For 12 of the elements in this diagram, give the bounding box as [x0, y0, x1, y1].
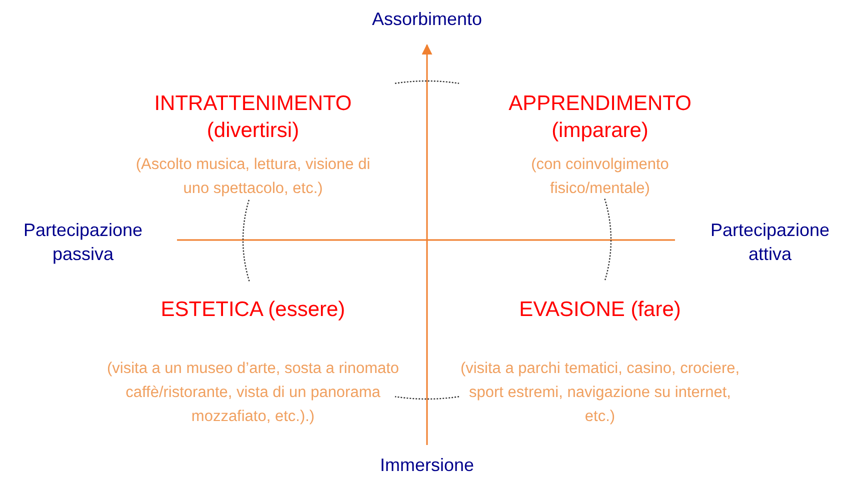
- quadrant-description: (con coinvolgimento fisico/mentale): [530, 155, 670, 199]
- quadrant-description: (visita a un museo d’arte, sosta a rinomato caffè/ristorante, vista di un panorama mozzafiato, etc.).): [106, 359, 400, 427]
- quadrant-title: EVASIONE (fare): [518, 297, 682, 323]
- quadrant-title: INTRATTENIMENTO (divertirsi): [153, 91, 353, 144]
- quadrant-description: (Ascolto musica, lettura, visione di uno spettacolo, etc.): [134, 155, 372, 199]
- axis-label: Immersione: [378, 454, 476, 477]
- axis-label: Assorbimento: [370, 8, 484, 31]
- axis-label: Partecipazione attiva: [709, 219, 831, 266]
- quadrant-description: (visita a parchi tematici, casino, crociere, sport estremi, navigazione su internet, etc.): [459, 359, 741, 427]
- quadrant-title: APPRENDIMENTO (imparare): [508, 91, 692, 144]
- axis-label: Partecipazione passiva: [22, 219, 144, 266]
- quadrant-title: ESTETICA (essere): [160, 297, 346, 323]
